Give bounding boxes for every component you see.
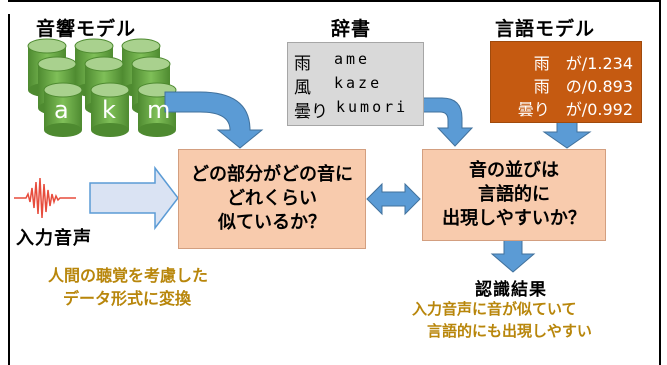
result-line: 入力音声に音が似ていて: [412, 300, 577, 318]
feature-note-line: 人間の聴覚を考慮した: [48, 266, 209, 285]
acoustic-box-line: 似ているか？: [218, 212, 326, 233]
language-box-line: 音の並びは: [468, 160, 559, 181]
language-model-entry: 曇り が/0.992: [517, 100, 633, 119]
frame-right-line: [659, 0, 661, 365]
language-model-title: 言語モデル: [495, 18, 596, 40]
language-model-entry: 雨 の/0.893: [533, 77, 633, 96]
frame-left-line: [8, 14, 10, 365]
dictionary-word: 風: [294, 78, 311, 98]
cylinder-label-m: m: [147, 96, 171, 124]
language-box-line: 言語的に: [477, 184, 550, 205]
language-box-line: 出現しやすいか？: [442, 208, 586, 229]
result-line: 言語的にも出現しやすい: [427, 322, 592, 340]
cylinder-label-a: a: [54, 96, 69, 124]
acoustic-matching-box: どの部分がどの音に どれくらい 似ているか？: [178, 149, 366, 249]
frame-top-line: [8, 0, 661, 2]
acoustic-box-line: どの部分がどの音に: [191, 164, 353, 185]
input-speech-label: 入力音声: [16, 228, 92, 249]
dictionary-entry: 雨 ame: [294, 49, 367, 74]
input-arrow: [89, 165, 179, 231]
feature-note-line: データ形式に変換: [63, 289, 192, 308]
dictionary-arrow: [417, 97, 474, 147]
acoustic-box-line: どれくらい: [227, 188, 317, 209]
acoustic-model-arrow: [164, 91, 264, 149]
language-model-entry: 雨 が/1.234: [533, 54, 633, 73]
result-arrow: [490, 239, 536, 273]
cylinder-label-k: k: [102, 96, 116, 124]
cylinder-front-row: [43, 82, 177, 137]
dictionary-word: 曇り: [294, 102, 328, 122]
bidirectional-arrow: [366, 182, 421, 216]
acoustic-model-title: 音響モデル: [36, 18, 137, 40]
dictionary-word: 雨: [294, 54, 311, 74]
result-title: 認識結果: [475, 280, 547, 300]
dictionary-card: 雨 ame 風 kaze 曇り kumori: [287, 42, 424, 126]
dictionary-title: 辞書: [331, 18, 372, 40]
dictionary-reading: ame: [334, 50, 371, 68]
waveform-icon: [14, 177, 76, 219]
dictionary-entry: 風 kaze: [294, 73, 379, 98]
dictionary-reading: kumori: [336, 98, 409, 116]
dictionary-entry: 曇り kumori: [294, 97, 405, 122]
language-model-card: 雨 が/1.234 雨 の/0.893 曇り が/0.992: [490, 41, 642, 123]
language-model-arrow: [542, 120, 592, 149]
dictionary-reading: kaze: [334, 74, 383, 92]
language-likelihood-box: 音の並びは 言語的に 出現しやすいか？: [422, 149, 606, 241]
acoustic-model-cylinders: [27, 38, 177, 137]
